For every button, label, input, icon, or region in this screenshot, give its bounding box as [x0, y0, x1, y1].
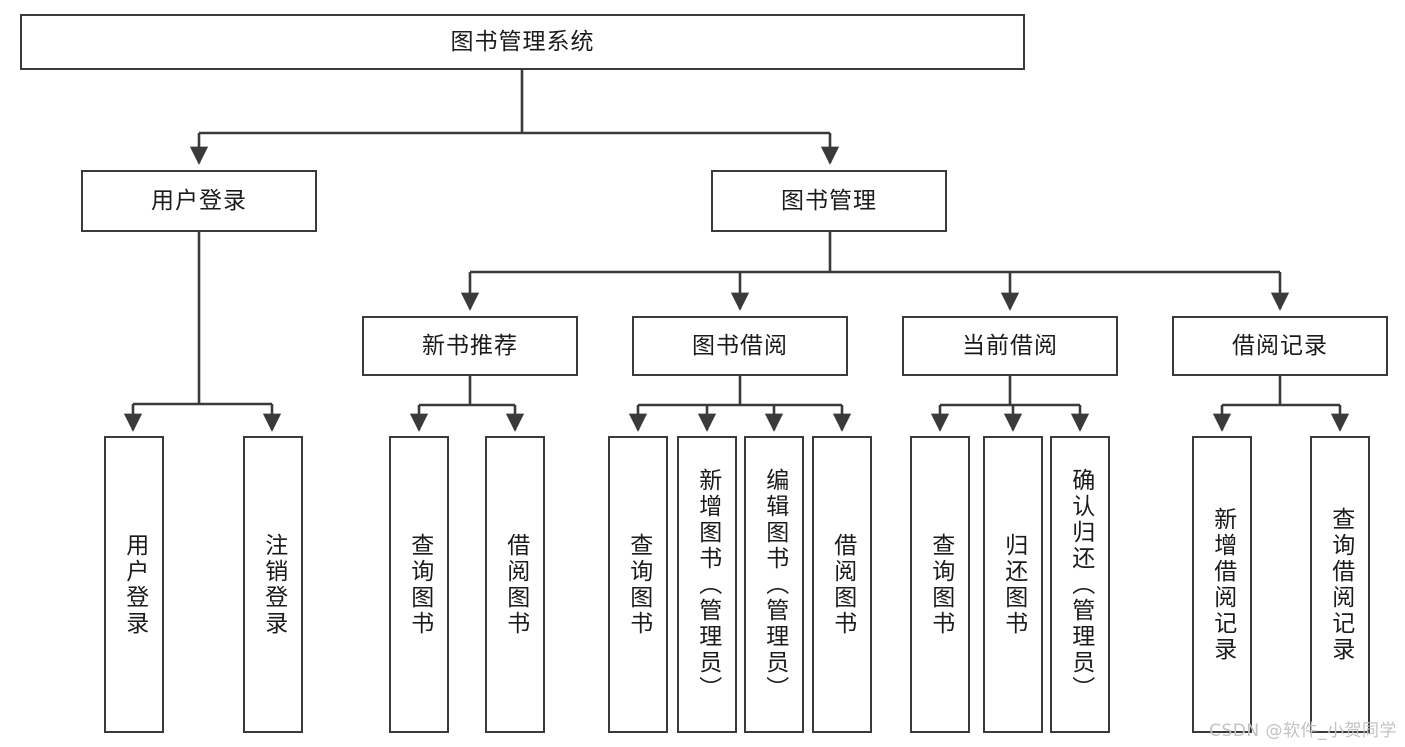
- leaf-add-book-label: 新增图书（管理员）: [694, 467, 721, 702]
- leaf-borrow-book-2[interactable]: 借阅图书: [812, 436, 872, 733]
- leaf-query-book-3[interactable]: 查询图书: [910, 436, 970, 733]
- leaf-borrow-book-1[interactable]: 借阅图书: [485, 436, 545, 733]
- leaf-logout[interactable]: 注销登录: [243, 436, 303, 733]
- node-root-label: 图书管理系统: [450, 28, 595, 55]
- leaf-query-record-label: 查询借阅记录: [1327, 506, 1354, 663]
- node-user-login-label: 用户登录: [151, 187, 247, 214]
- leaf-confirm-return-label: 确认归还（管理员）: [1067, 467, 1094, 702]
- node-user-login[interactable]: 用户登录: [81, 170, 317, 232]
- node-book-borrow[interactable]: 图书借阅: [632, 316, 848, 376]
- leaf-user-login[interactable]: 用户登录: [104, 436, 164, 733]
- leaf-query-record[interactable]: 查询借阅记录: [1310, 436, 1370, 733]
- leaf-return-book-label: 归还图书: [1000, 532, 1027, 637]
- leaf-query-book-2-label: 查询图书: [625, 532, 652, 637]
- leaf-borrow-book-1-label: 借阅图书: [502, 532, 529, 637]
- leaf-add-record-label: 新增借阅记录: [1209, 506, 1236, 663]
- node-new-book-rec-label: 新书推荐: [422, 332, 518, 359]
- leaf-query-book-2[interactable]: 查询图书: [608, 436, 668, 733]
- node-new-book-rec[interactable]: 新书推荐: [362, 316, 578, 376]
- leaf-logout-label: 注销登录: [260, 532, 287, 637]
- leaf-edit-book-label: 编辑图书（管理员）: [761, 467, 788, 702]
- leaf-query-book-1[interactable]: 查询图书: [389, 436, 449, 733]
- node-root[interactable]: 图书管理系统: [20, 14, 1025, 70]
- leaf-edit-book[interactable]: 编辑图书（管理员）: [744, 436, 804, 733]
- node-current-borrow-label: 当前借阅: [962, 332, 1058, 359]
- node-book-borrow-label: 图书借阅: [692, 332, 788, 359]
- node-borrow-record-label: 借阅记录: [1232, 332, 1328, 359]
- leaf-add-record[interactable]: 新增借阅记录: [1192, 436, 1252, 733]
- node-current-borrow[interactable]: 当前借阅: [902, 316, 1118, 376]
- node-book-manage[interactable]: 图书管理: [711, 170, 947, 232]
- leaf-return-book[interactable]: 归还图书: [983, 436, 1043, 733]
- node-book-manage-label: 图书管理: [781, 187, 877, 214]
- leaf-query-book-3-label: 查询图书: [927, 532, 954, 637]
- leaf-query-book-1-label: 查询图书: [406, 532, 433, 637]
- csdn-watermark: CSDN @软件_小贺同学: [1209, 721, 1397, 741]
- node-borrow-record[interactable]: 借阅记录: [1172, 316, 1388, 376]
- leaf-user-login-label: 用户登录: [121, 532, 148, 637]
- leaf-borrow-book-2-label: 借阅图书: [829, 532, 856, 637]
- leaf-add-book[interactable]: 新增图书（管理员）: [677, 436, 737, 733]
- leaf-confirm-return[interactable]: 确认归还（管理员）: [1050, 436, 1110, 733]
